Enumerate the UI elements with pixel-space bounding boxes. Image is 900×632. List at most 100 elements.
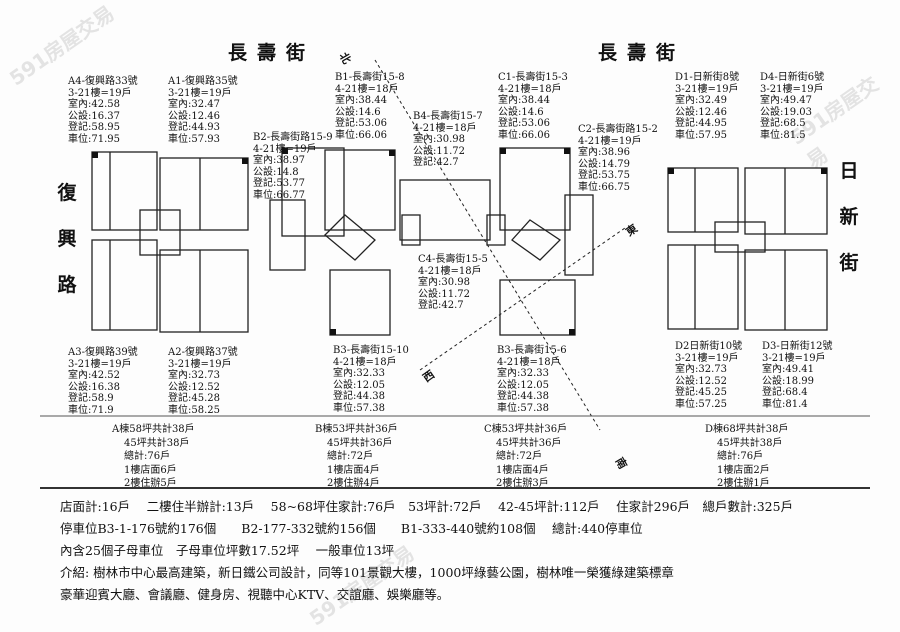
- unit-info-line: 登記:58.95: [68, 122, 120, 134]
- char: 復: [57, 182, 77, 204]
- unit-info-line: A1-復興路35號: [168, 76, 238, 87]
- unit-info-line: 登記:68.4: [762, 387, 808, 399]
- footer-parking-detail: 內含25個子母車位 子母車位坪數17.52坪 一般車位13坪: [60, 543, 395, 558]
- unit-info-line: 車位:57.93: [168, 133, 220, 145]
- summary-line: A棟58坪共計38戶: [112, 424, 195, 435]
- unit-info-line: 登記:45.28: [168, 393, 220, 405]
- unit-info-line: 公設:14.6: [498, 106, 544, 118]
- char: 新: [839, 206, 859, 228]
- unit-info-line: 4-21樓=18戶: [413, 122, 477, 134]
- unit-info-line: 登記:42.7: [413, 157, 459, 169]
- unit-info-line: 室內:38.96: [578, 147, 630, 159]
- unit-info-line: 登記:53.77: [253, 178, 305, 190]
- unit-info-line: B2-長壽街路15-9: [253, 132, 333, 143]
- unit-info-line: 登記:53.75: [578, 170, 630, 182]
- unit-info-line: 3-21樓=19戶: [762, 352, 826, 364]
- unit-info-line: 公設:12.05: [497, 379, 549, 391]
- unit-info-line: 公設:11.72: [418, 288, 470, 300]
- unit-info-line: A3-復興路39號: [68, 347, 138, 358]
- unit-info-line: 登記:44.38: [497, 391, 549, 403]
- unit-info-line: 公設:12.46: [675, 106, 727, 118]
- summary-line: 1樓店面2戶: [717, 464, 770, 476]
- summary-line: 總計:72戶: [496, 451, 543, 462]
- unit-info-line: 4-21樓=19戶: [253, 143, 317, 155]
- unit-info-line: D3-日新街12號: [762, 341, 833, 352]
- unit-info-line: 公設:16.38: [68, 381, 120, 393]
- unit-info-line: B3-長壽街15-10: [333, 345, 409, 356]
- unit-info-line: 3-21樓=19戶: [68, 358, 132, 370]
- unit-info-line: 登記:42.7: [418, 300, 464, 312]
- unit-info-line: 車位:66.06: [498, 129, 550, 141]
- unit-info-line: 公設:14.79: [578, 158, 630, 170]
- street-label-changshou-right: 長壽街: [598, 42, 686, 64]
- summary-line: 總計:72戶: [327, 451, 374, 462]
- unit-info-line: 公設:18.99: [762, 375, 814, 387]
- unit-info-line: 公設:11.72: [413, 145, 465, 157]
- summary-line: 總計:76戶: [124, 451, 171, 462]
- footer-amenities: 豪華迎賓大廳、會議廳、健身房、視聽中心KTV、交誼廳、娛樂廳等。: [60, 587, 450, 602]
- unit-info-line: B1-長壽街15-8: [335, 72, 405, 83]
- unit-info-line: 車位:57.38: [333, 402, 385, 414]
- unit-info-line: 3-21樓=19戶: [675, 83, 739, 95]
- char: 路: [57, 274, 77, 296]
- unit-info-line: 登記:53.06: [335, 118, 387, 130]
- unit-info-line: 車位:57.38: [497, 402, 549, 414]
- unit-info-line: 室內:32.49: [675, 95, 727, 107]
- unit-info-line: 室內:38.97: [253, 155, 305, 167]
- unit-info-line: C4-長壽街15-5: [418, 254, 488, 265]
- summary-line: 45坪共計38戶: [124, 437, 190, 449]
- unit-info-line: 車位:81.4: [762, 398, 808, 410]
- unit-info-line: 4-21樓=18戶: [418, 265, 482, 277]
- unit-info-line: 4-21樓=18戶: [333, 356, 397, 368]
- summary-line: 2樓住辦5戶: [124, 478, 177, 489]
- unit-info-line: 3-21樓=19戶: [68, 87, 132, 99]
- summary-line: 2樓住辦4戶: [327, 478, 380, 489]
- unit-info-line: 登記:44.93: [168, 122, 220, 134]
- unit-info-line: 車位:57.25: [675, 398, 727, 410]
- unit-info-line: 車位:57.95: [675, 129, 727, 141]
- summary-line: D棟68坪共計38戶: [705, 424, 789, 435]
- unit-info-line: C2-長壽街路15-2: [578, 124, 658, 135]
- unit-info-line: 3-21樓=19戶: [675, 352, 739, 364]
- unit-info-line: 4-21樓=18戶: [498, 83, 562, 95]
- char: 興: [57, 228, 77, 250]
- unit-info-line: 室內:49.47: [760, 95, 812, 107]
- unit-info-line: 登記:58.9: [68, 393, 114, 405]
- unit-info-line: 車位:66.06: [335, 129, 387, 141]
- unit-info-line: 室內:32.73: [168, 370, 220, 382]
- summary-line: B棟53坪共計36戶: [315, 424, 398, 435]
- street-label-fuxing: 復興路: [56, 170, 78, 308]
- char: 街: [839, 252, 859, 274]
- unit-info-line: 室內:38.44: [498, 95, 550, 107]
- unit-info-line: 室內:32.73: [675, 364, 727, 376]
- unit-info-line: 室內:42.52: [68, 370, 120, 382]
- footer-unit-counts: 店面計:16戶 二樓住半辦計:13戶 58~68坪住家計:76戶 53坪計:72…: [60, 499, 794, 514]
- summary-line: C棟53坪共計36戶: [484, 424, 568, 435]
- unit-info-line: A2-復興路37號: [168, 347, 238, 358]
- unit-info-line: 室內:30.98: [418, 277, 470, 289]
- unit-info-line: D4-日新街6號: [760, 72, 825, 83]
- unit-info-line: 公設:12.52: [168, 381, 220, 393]
- unit-info-line: 公設:16.37: [68, 110, 120, 122]
- footer-parking: 停車位B3-1-176號約176個 B2-177-332號約156個 B1-33…: [60, 521, 643, 536]
- unit-info-line: B3-長壽街15-6: [497, 345, 567, 356]
- unit-info-line: 車位:71.9: [68, 404, 114, 416]
- unit-info-line: 公設:12.05: [333, 379, 385, 391]
- unit-info-line: 室內:42.58: [68, 99, 120, 111]
- unit-info-line: B4-長壽街15-7: [413, 111, 483, 122]
- unit-info-line: 公設:19.03: [760, 106, 812, 118]
